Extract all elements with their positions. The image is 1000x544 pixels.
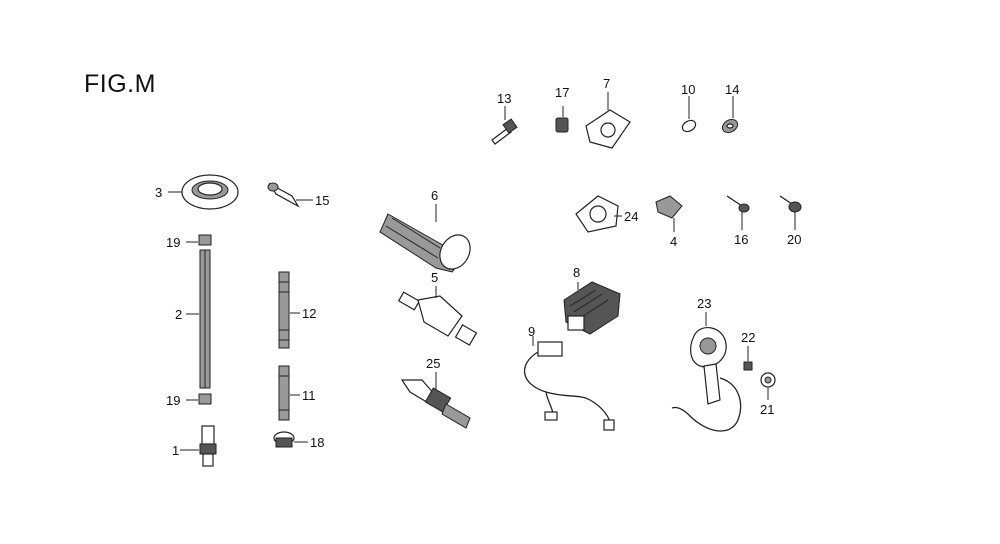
figure-title: FIG.M: [84, 70, 156, 98]
callout-16: 16: [734, 232, 748, 247]
callout-21: 21: [760, 402, 774, 417]
callout-12: 12: [302, 306, 316, 321]
callout-3: 3: [155, 185, 162, 200]
part-1-fitting: [199, 425, 217, 467]
callout-22: 22: [741, 330, 755, 345]
part-22-bolt: [743, 361, 753, 371]
part-3-seal: [181, 174, 239, 210]
part-7-gasket: [585, 109, 631, 149]
part-11-stud: [278, 365, 290, 421]
part-19-nut-bottom: [198, 393, 212, 405]
part-12-stud: [278, 271, 290, 349]
callout-20: 20: [787, 232, 801, 247]
part-4-clip: [655, 195, 683, 219]
part-23-sensor: [671, 327, 742, 432]
part-9-harness: [523, 341, 615, 431]
callout-1: 1: [172, 443, 179, 458]
part-17-nut: [555, 117, 569, 133]
part-14-washer: [721, 118, 739, 134]
callout-6: 6: [431, 188, 438, 203]
callout-9: 9: [528, 324, 535, 339]
callout-15: 15: [315, 193, 329, 208]
part-5-fuel-filter: [397, 291, 478, 346]
callout-7: 7: [603, 76, 610, 91]
callout-25: 25: [426, 356, 440, 371]
callout-4: 4: [670, 234, 677, 249]
part-19-nut-top: [198, 234, 212, 246]
callout-11: 11: [302, 388, 316, 403]
part-15-pin: [267, 182, 300, 208]
callout-10: 10: [681, 82, 695, 97]
callout-14: 14: [725, 82, 739, 97]
callout-17: 17: [555, 85, 569, 100]
part-18-nut: [273, 431, 295, 448]
callout-19-top: 19: [166, 235, 180, 250]
part-25-spark-plug: [400, 379, 471, 429]
part-21-nut: [760, 372, 776, 388]
part-20-bolt: [779, 195, 802, 213]
callout-23: 23: [697, 296, 711, 311]
callout-5: 5: [431, 270, 438, 285]
callout-18: 18: [310, 435, 324, 450]
callout-19-bottom: 19: [166, 393, 180, 408]
part-24-gasket: [575, 195, 619, 233]
part-8-regulator: [563, 281, 621, 335]
callout-13: 13: [497, 91, 511, 106]
callout-8: 8: [573, 265, 580, 280]
part-6-filter: [379, 213, 471, 273]
part-13-bolt: [491, 118, 518, 145]
callout-2: 2: [175, 307, 182, 322]
part-10-ring: [681, 119, 697, 133]
part-16-screw: [726, 195, 750, 213]
callout-24: 24: [624, 209, 638, 224]
part-2-rod: [199, 249, 211, 389]
